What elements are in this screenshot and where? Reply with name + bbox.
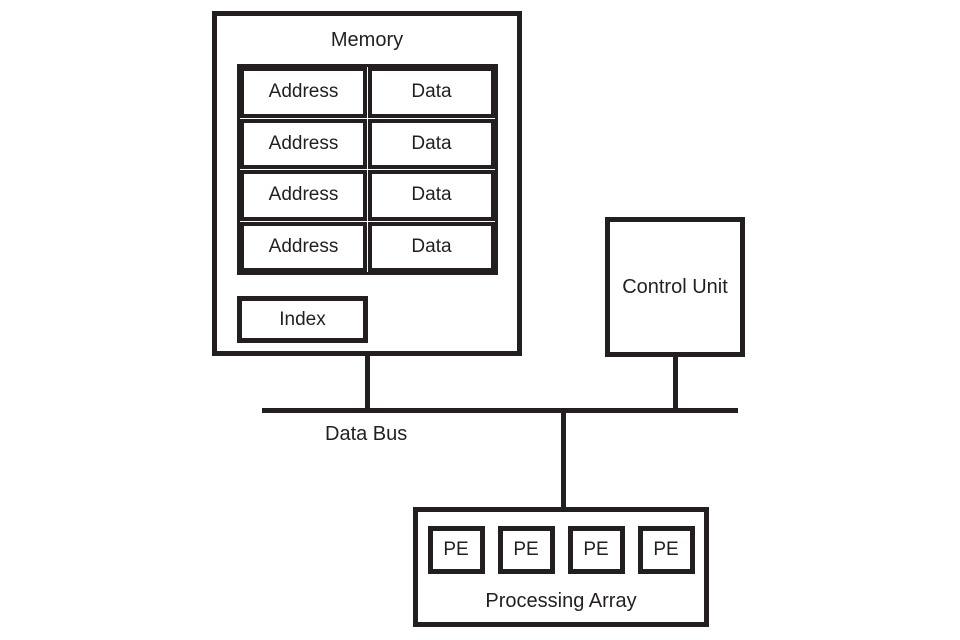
index-register: Index (237, 296, 368, 343)
processing-array-label: Processing Array (485, 590, 637, 612)
memory-title: Memory (330, 29, 404, 51)
data-bus-line (262, 408, 738, 413)
memory-table: Address Data Address Data Address Data A… (237, 64, 498, 275)
memory-cell-data: Data (368, 118, 495, 169)
data-bus-label: Data Bus (325, 423, 408, 445)
control-unit-label: Control Unit (622, 275, 728, 298)
control-unit: Control Unit (605, 217, 745, 357)
processing-element: PE (637, 526, 695, 574)
index-label: Index (279, 308, 326, 330)
memory-to-bus-connector (365, 356, 370, 408)
processing-element: PE (497, 526, 555, 574)
bus-to-array-connector (561, 413, 566, 507)
processing-array: PE PE PE PE Processing Array (413, 507, 709, 627)
memory-cell-address: Address (240, 118, 367, 169)
memory-cell-address: Address (240, 221, 367, 272)
memory-cell-data: Data (368, 67, 495, 118)
memory-cell-address: Address (240, 67, 367, 118)
memory-cell-address: Address (240, 170, 367, 221)
memory-block: Memory Address Data Address Data Address… (212, 11, 522, 356)
memory-cell-data: Data (368, 221, 495, 272)
processing-element-row: PE PE PE PE (418, 526, 704, 574)
control-unit-to-bus-connector (673, 357, 678, 408)
processing-element: PE (567, 526, 625, 574)
memory-cell-data: Data (368, 170, 495, 221)
processing-element: PE (427, 526, 485, 574)
